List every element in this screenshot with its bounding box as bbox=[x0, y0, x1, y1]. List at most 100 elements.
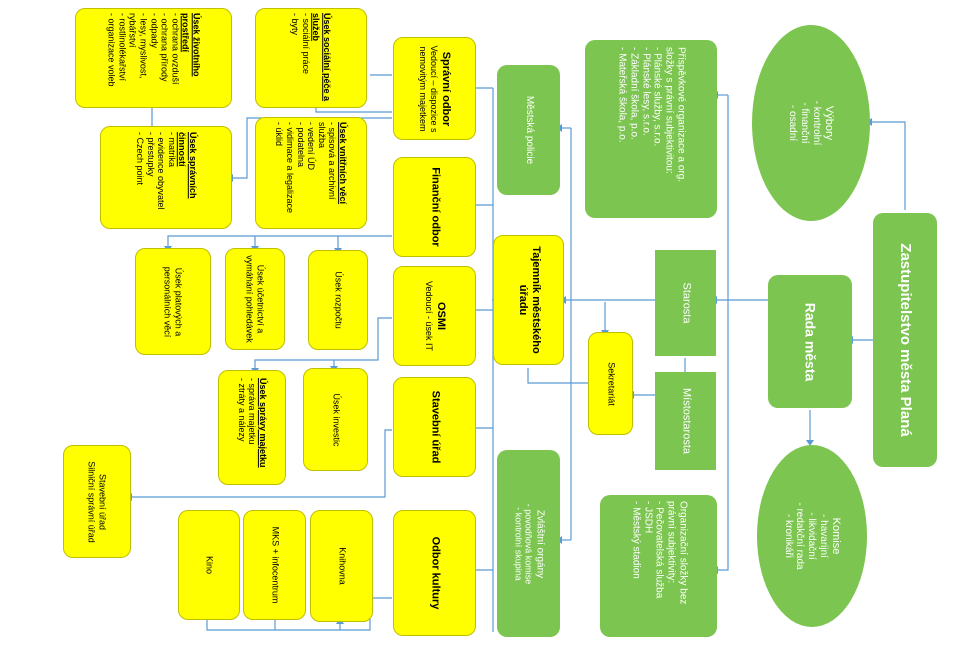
list-item: - Plánské služby, s.r.o. bbox=[651, 47, 663, 147]
list-item: - správa majetku bbox=[247, 377, 258, 445]
node-usek-zivotni: Úsek životního prostředí - ochrana ovzdu… bbox=[75, 8, 232, 108]
node-usek-platovych: Úsek platových a personálních věcí bbox=[135, 248, 211, 355]
node-financni-odbor: Finanční odbor bbox=[393, 157, 476, 257]
node-usek-spravnich-title: Úsek správních činností bbox=[177, 131, 198, 199]
connector bbox=[254, 317, 392, 368]
arrow-head bbox=[806, 440, 814, 446]
node-usek-socialni-title: Úsek sociální péče a služeb bbox=[311, 13, 333, 102]
node-komise: Komise - havarijní - likvidační - redakč… bbox=[757, 445, 867, 627]
node-komise-items: - havarijní - likvidační - redakční rada… bbox=[782, 461, 829, 611]
node-stavebni-silnicni-sub: Silniční správní úřad bbox=[87, 460, 97, 543]
node-odbor-kultury: Odbor kultury bbox=[393, 510, 476, 636]
list-item: - kontrolní bbox=[811, 100, 823, 146]
list-item: - Mateřská škola, p.o. bbox=[616, 47, 628, 143]
list-item: - likvidační bbox=[806, 512, 818, 560]
node-usek-spravnich-items: - matrika - evidence obyvatel - přestupk… bbox=[134, 131, 177, 224]
node-usek-spravy: Úsek správy majetku - správa majetku - z… bbox=[218, 370, 286, 485]
node-prispevkove-items: - Plánské služby, s.r.o. - Plánské lesy,… bbox=[616, 47, 663, 211]
node-knihovna: Knihovna bbox=[310, 510, 373, 622]
node-tajemnik-title: Tajemník městského úřadu bbox=[516, 246, 542, 354]
node-starosta: Starosta bbox=[655, 250, 716, 356]
node-stavebni-urad: Stavební úřad bbox=[393, 377, 476, 477]
node-vybory: Výbory - kontrolní - finanční - osadní bbox=[752, 25, 870, 221]
node-usek-zivotni-items: - ochrana ovzduší - ochrana přírody - od… bbox=[106, 13, 180, 103]
list-item: - organizace voleb bbox=[106, 13, 117, 87]
connector bbox=[315, 108, 392, 113]
node-usek-vnitrnich-title: Úsek vnitřních věcí bbox=[338, 122, 349, 205]
list-item: - povodňová komise bbox=[523, 503, 534, 584]
node-usek-spravnich: Úsek správních činností - matrika - evid… bbox=[100, 126, 232, 229]
node-spravni-odbor: Správní odbor Vedoucí – dispozice s nemo… bbox=[393, 37, 476, 140]
list-item: - evidence obyvatel bbox=[156, 131, 166, 210]
node-spravni-odbor-sub: Vedoucí – dispozice s nemovitým majetkem bbox=[418, 44, 439, 133]
node-osmi: OSMI Vedoucí - úsek IT bbox=[393, 266, 476, 366]
list-item: - Plánské lesy, s.r.o. bbox=[640, 47, 651, 136]
connector bbox=[206, 597, 392, 631]
list-item: - podatelna bbox=[295, 122, 306, 168]
node-zastupitelstvo: Zastupitelstvo města Planá bbox=[873, 213, 937, 467]
node-policie: Městská policie bbox=[497, 65, 560, 195]
list-item: - finanční bbox=[799, 102, 811, 144]
node-usek-socialni-items: - sociální práce - byty bbox=[290, 13, 311, 103]
list-item: - ztráty a nálezy bbox=[236, 377, 247, 442]
list-item: - ochrana přírody bbox=[159, 13, 170, 82]
node-knihovna-title: Knihovna bbox=[336, 547, 347, 585]
node-starosta-title: Starosta bbox=[679, 282, 692, 324]
node-prispevkove-title: Příspěvkové organizace a org. složky s p… bbox=[663, 47, 687, 183]
node-kino: Kino bbox=[178, 510, 240, 620]
node-usek-spravy-items: - správa majetku - ztráty a nálezy bbox=[236, 377, 258, 478]
connector bbox=[718, 95, 729, 571]
node-usek-vnitrnich: Úsek vnitřních věcí - spisová a archivní… bbox=[255, 117, 367, 229]
node-zvlastni-items: - povodňová komise - kontrolní skupina bbox=[512, 452, 534, 635]
node-rada: Rada města bbox=[768, 275, 852, 408]
list-item: - Czech point bbox=[134, 131, 145, 185]
list-item: - JSDH bbox=[641, 501, 653, 534]
node-organizacni-items: - Pečovatelská služba - JSDH - Městský s… bbox=[629, 501, 665, 631]
list-item: - spisová a archivní služba bbox=[316, 122, 338, 200]
node-kino-title: Kino bbox=[204, 555, 215, 574]
node-stavebni-urad-title: Stavební úřad bbox=[428, 390, 441, 464]
list-item: - přestupky bbox=[145, 131, 156, 177]
node-mistostarosta: Místostarosta bbox=[655, 372, 716, 470]
list-item: - lesy, myslivost, rybářství bbox=[127, 13, 149, 79]
node-vybory-items: - kontrolní - finanční - osadní bbox=[787, 38, 823, 208]
node-usek-rozpoctu-title: Úsek rozpočtu bbox=[333, 271, 344, 329]
list-item: - kronikáři bbox=[782, 514, 794, 558]
node-zastupitelstvo-title: Zastupitelstvo města Planá bbox=[896, 243, 914, 437]
node-tajemnik: Tajemník městského úřadu bbox=[493, 235, 564, 365]
connector bbox=[527, 368, 588, 384]
node-usek-ucetnictvi-title: Úsek účetnictví a vymáhání pohledávek bbox=[245, 255, 266, 343]
node-usek-spravy-title: Úsek správy majetku bbox=[257, 377, 268, 468]
node-komise-title: Komise bbox=[830, 517, 843, 555]
node-organizacni-title: Organizační složky bez právní subjektivi… bbox=[665, 501, 688, 605]
list-item: - byty bbox=[290, 13, 301, 36]
node-stavebni-silnicni: Stavební úřad Silniční správní úřad bbox=[63, 445, 131, 558]
list-item: - Základní škola, p.o. bbox=[628, 47, 640, 140]
list-item: - vidimace a legalizace bbox=[285, 122, 296, 214]
node-mks: MKS + infocentrum bbox=[243, 510, 306, 620]
list-item: - havarijní bbox=[818, 514, 830, 558]
node-zvlastni: Zvláštní orgány - povodňová komise - kon… bbox=[497, 450, 560, 637]
node-usek-ucetnictvi: Úsek účetnictví a vymáhání pohledávek bbox=[225, 248, 285, 350]
node-rada-title: Rada města bbox=[802, 302, 819, 381]
list-item: - Městský stadion bbox=[629, 501, 641, 579]
list-item: - ochrana ovzduší bbox=[170, 13, 181, 85]
node-organizacni: Organizační složky bez právní subjektivi… bbox=[600, 495, 717, 637]
list-item: - rostlinolékařství bbox=[116, 13, 127, 82]
list-item: - osadní bbox=[787, 104, 799, 142]
node-mks-title: MKS + infocentrum bbox=[269, 526, 280, 604]
node-sekretariat-title: Sekretariát bbox=[605, 361, 616, 406]
node-usek-rozpoctu: Úsek rozpočtu bbox=[308, 250, 368, 350]
node-usek-zivotni-title: Úsek životního prostředí bbox=[180, 13, 202, 77]
list-item: - odpady bbox=[148, 13, 159, 49]
connector bbox=[872, 121, 906, 210]
node-sekretariat: Sekretariát bbox=[588, 332, 633, 435]
list-item: - redakční rada bbox=[794, 502, 806, 570]
node-usek-vnitrnich-items: - spisová a archivní služba - vedení ÚD … bbox=[274, 122, 338, 224]
node-osmi-title: OSMI bbox=[434, 301, 447, 331]
node-zvlastni-title: Zvláštní orgány bbox=[534, 509, 546, 578]
connector bbox=[132, 429, 392, 498]
list-item: - Pečovatelská služba bbox=[653, 501, 665, 599]
node-policie-title: Městská policie bbox=[523, 95, 535, 165]
list-item: - úklid bbox=[274, 122, 285, 147]
